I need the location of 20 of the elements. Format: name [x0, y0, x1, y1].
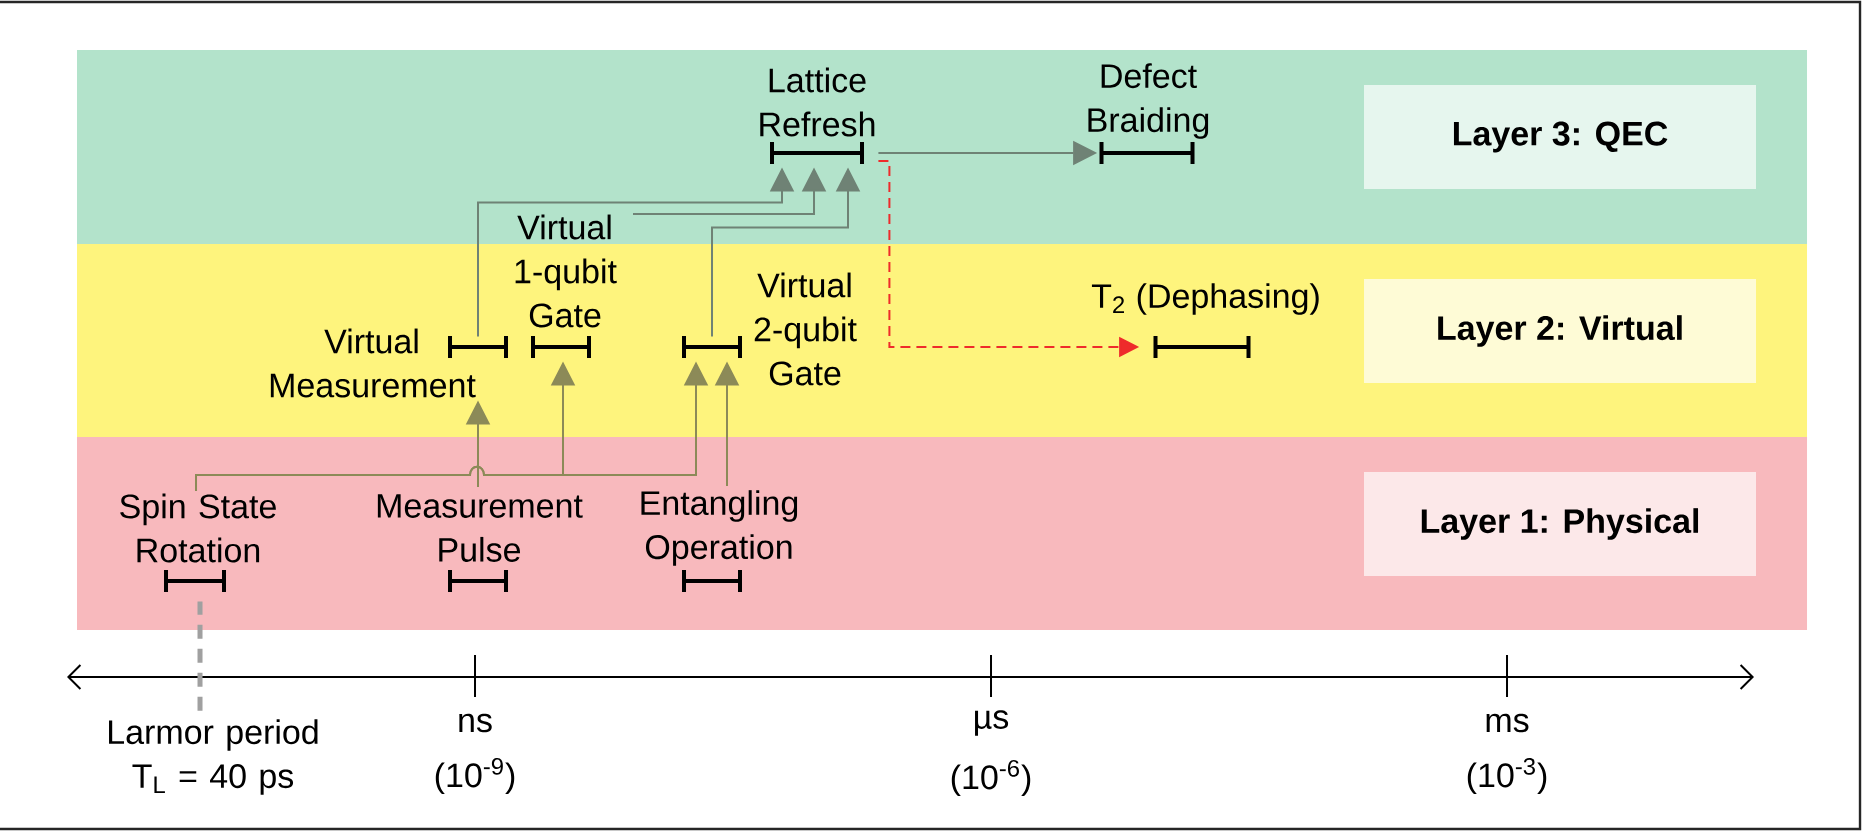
- leader-line: [197, 601, 203, 711]
- bar-label: Virtual Measurement: [270, 328, 476, 398]
- bar-label: Entangling Operation: [641, 490, 798, 566]
- tick-label: (10$^{-3}$): [1467, 757, 1547, 795]
- bar-label: T$_{2}$ (Dephasing): [1091, 283, 1319, 315]
- bar-label: Virtual 1-qubit Gate: [515, 214, 617, 328]
- bar-label: Virtual 2-qubit Gate: [754, 272, 857, 386]
- tick-label: ns: [459, 713, 492, 733]
- tick-label: µs: [975, 710, 1009, 736]
- layer-label: Layer 3: QEC: [1364, 85, 1756, 189]
- bar-label: Defect Braiding: [1088, 63, 1209, 139]
- bar-label: Measurement Pulse: [377, 494, 583, 562]
- layer-label: Layer 2: Virtual: [1364, 279, 1756, 383]
- annotation-text: Larmor period T$_{L}$ = 40 ps: [109, 719, 318, 795]
- tick-label: ms: [1486, 713, 1529, 733]
- bar-label: Spin State Rotation: [120, 493, 276, 563]
- tick-label: (10$^{-9}$): [435, 757, 515, 795]
- layer-label: Layer 1: Physical: [1364, 472, 1756, 576]
- tick-label: (10$^{-6}$): [951, 759, 1031, 797]
- bar-label: Lattice Refresh: [760, 67, 875, 137]
